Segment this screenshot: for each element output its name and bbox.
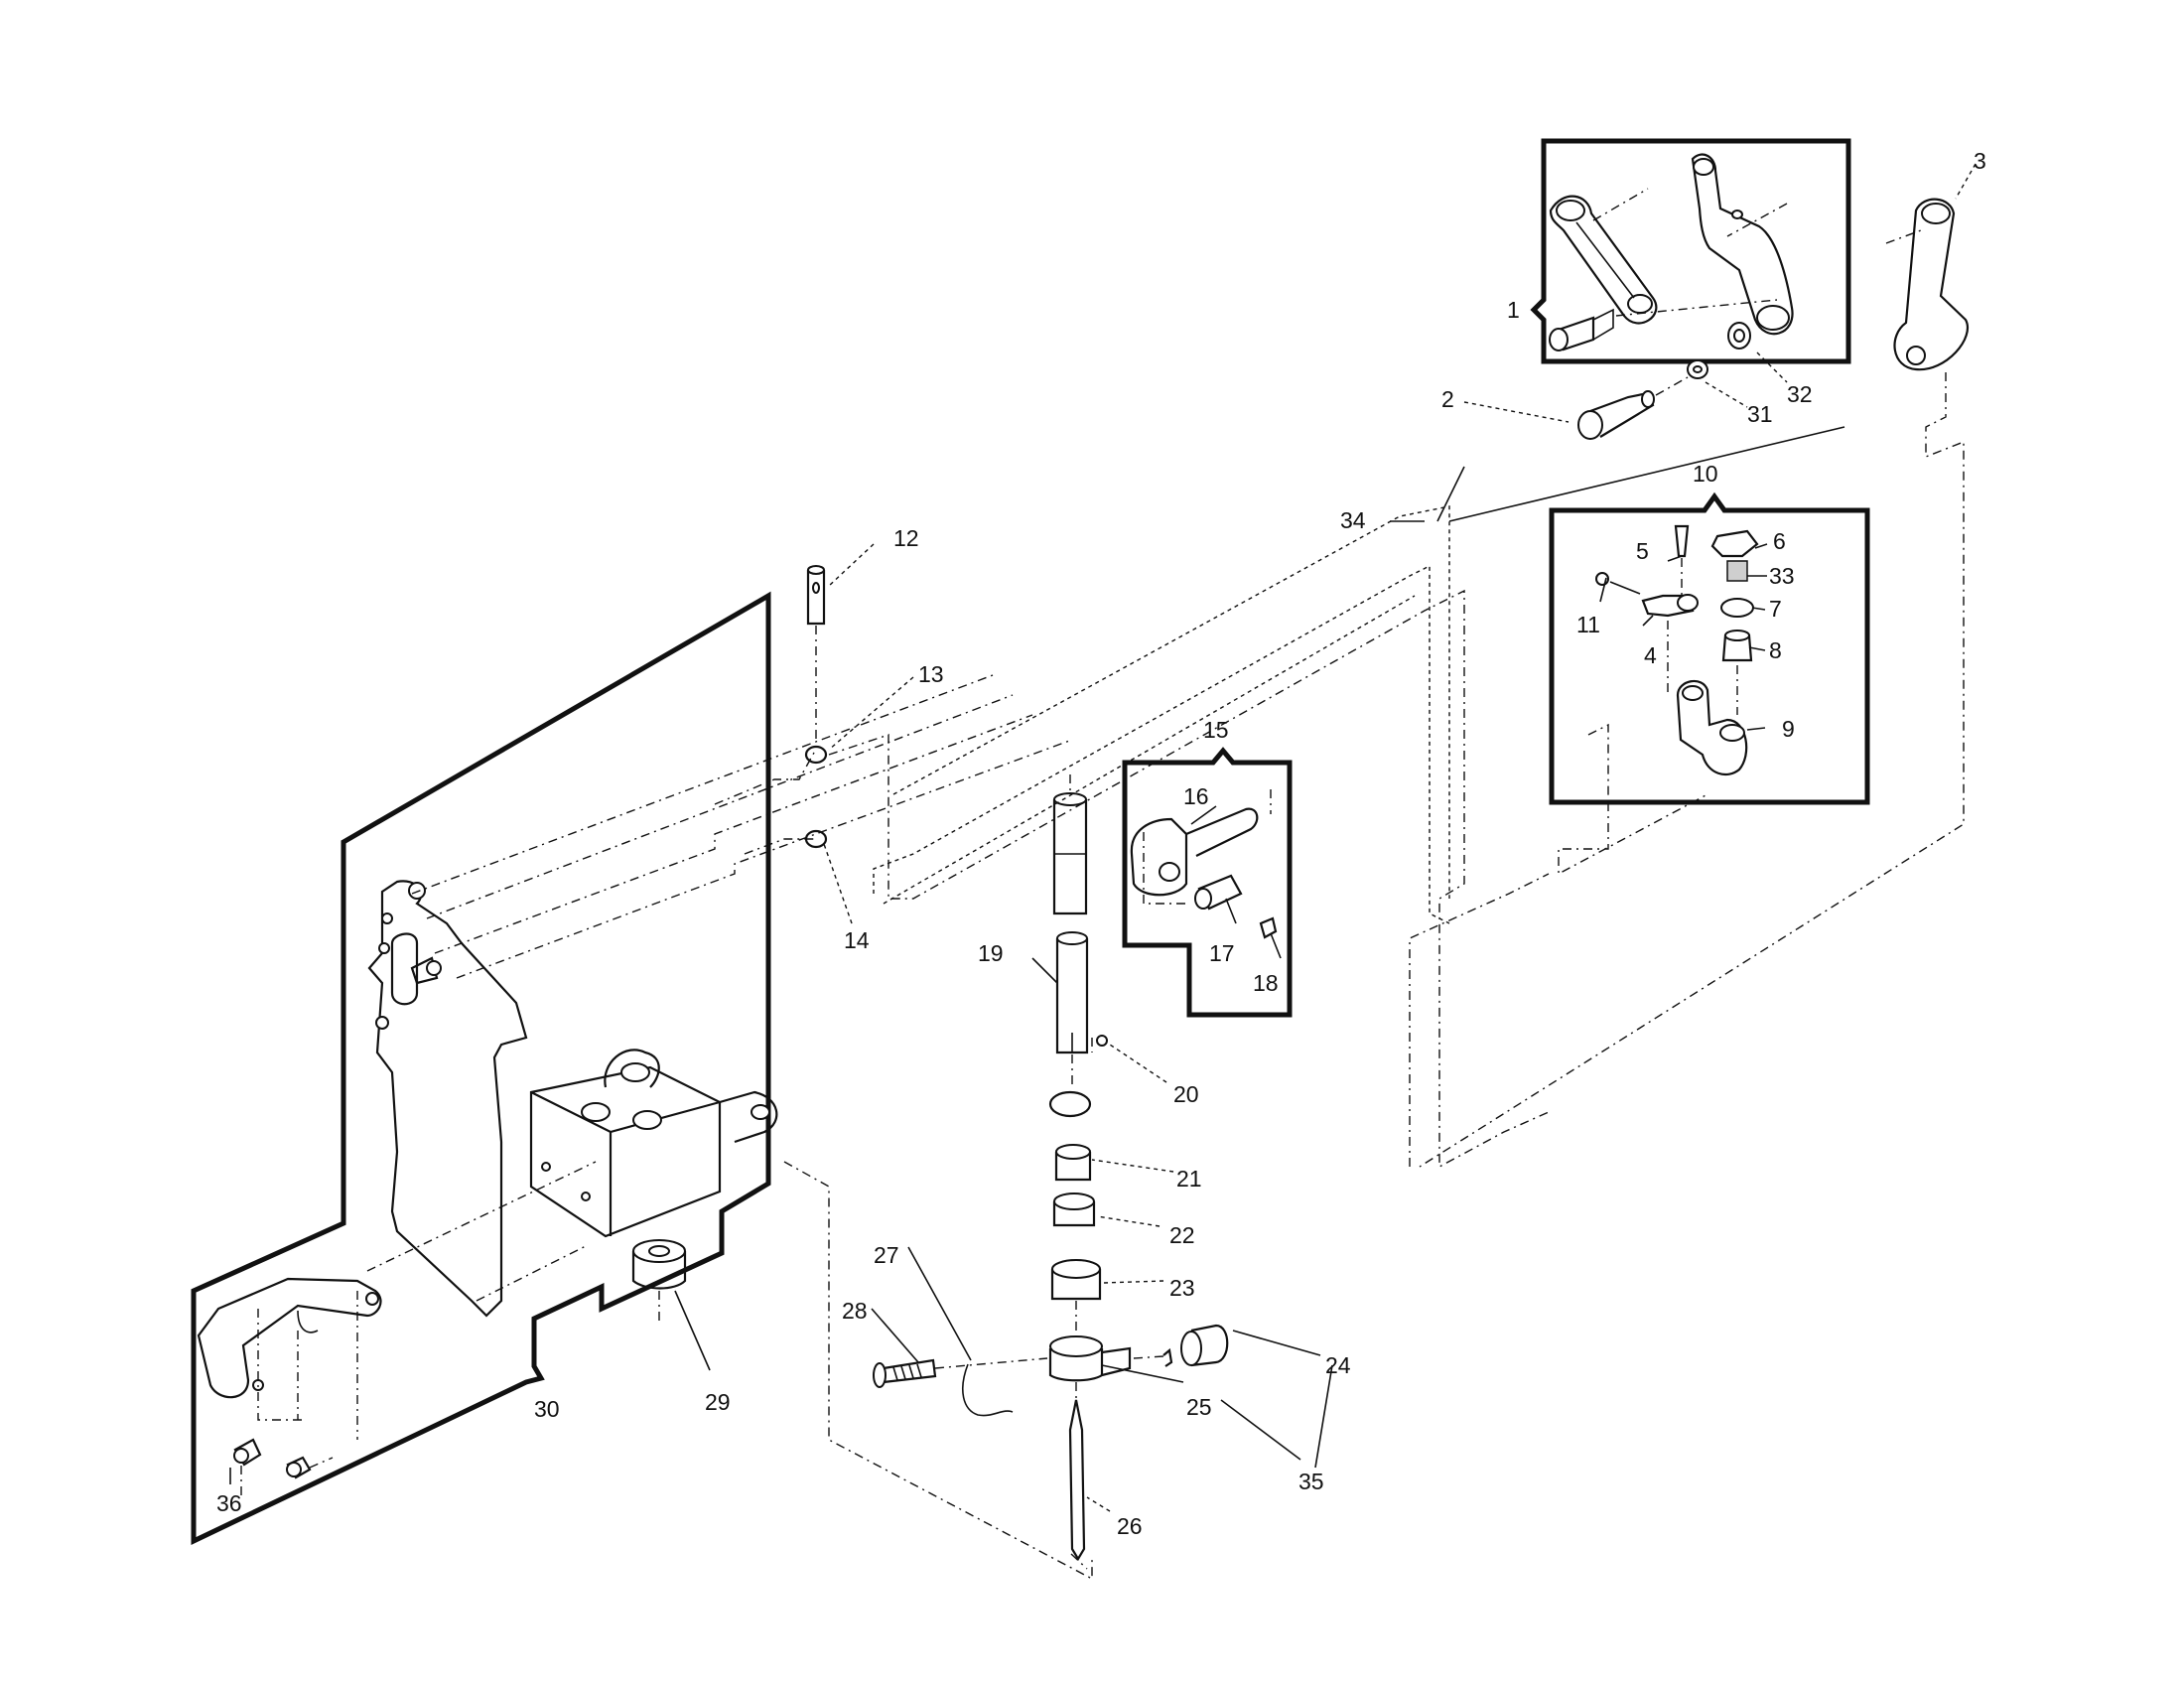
part-label-6: 6 <box>1773 528 1786 554</box>
part-label-32: 32 <box>1787 381 1813 407</box>
group-15-parts <box>1130 789 1278 939</box>
part-label-20: 20 <box>1173 1081 1199 1107</box>
base-plate-30 <box>191 591 771 1545</box>
part-label-18: 18 <box>1253 970 1279 996</box>
part-label-9: 9 <box>1782 716 1795 742</box>
part-label-27: 27 <box>874 1242 899 1268</box>
screw-28 <box>873 1357 1048 1417</box>
part-label-34: 34 <box>1340 507 1366 533</box>
callout-leaders <box>229 163 1977 1512</box>
part-label-26: 26 <box>1117 1513 1143 1539</box>
assembly-lines <box>257 372 1965 1581</box>
part-label-35: 35 <box>1298 1469 1324 1494</box>
part-labels: 1 2 3 4 5 6 7 8 9 10 11 12 13 14 15 16 1… <box>216 148 1986 1539</box>
part-label-24: 24 <box>1325 1352 1351 1378</box>
part-label-33: 33 <box>1769 563 1795 589</box>
group-box-10 <box>1549 491 1870 805</box>
link-arm-assembly <box>1549 153 1794 351</box>
part-label-3: 3 <box>1974 148 1986 174</box>
shaft-column <box>1048 774 1229 1562</box>
part-label-25: 25 <box>1186 1394 1212 1420</box>
part-label-21: 21 <box>1176 1166 1202 1192</box>
part-label-1: 1 <box>1507 297 1520 323</box>
part-label-7: 7 <box>1769 596 1782 622</box>
part-label-29: 29 <box>705 1389 731 1415</box>
part-label-14: 14 <box>844 927 870 953</box>
group-box-15 <box>1122 747 1293 1018</box>
parts-12-13-14 <box>804 565 828 849</box>
part-label-30: 30 <box>534 1396 560 1422</box>
group-10-parts <box>1595 524 1759 776</box>
lever-3 <box>1885 198 1969 371</box>
part-label-2: 2 <box>1441 386 1454 412</box>
part-label-15: 15 <box>1203 717 1229 743</box>
part-label-36: 36 <box>216 1490 242 1516</box>
part-label-31: 31 <box>1747 401 1773 427</box>
part-label-28: 28 <box>842 1298 868 1324</box>
group-box-1 <box>1530 138 1851 364</box>
part-label-11: 11 <box>1576 612 1600 637</box>
part-label-13: 13 <box>918 661 944 687</box>
part-label-10: 10 <box>1693 461 1718 487</box>
part-label-17: 17 <box>1209 940 1235 966</box>
part-label-23: 23 <box>1169 1275 1195 1301</box>
pin-2 <box>1577 359 1708 440</box>
part-label-4: 4 <box>1644 642 1657 668</box>
part-label-19: 19 <box>978 940 1004 966</box>
part-label-22: 22 <box>1169 1222 1195 1248</box>
part-label-16: 16 <box>1183 783 1209 809</box>
part-label-8: 8 <box>1769 637 1782 663</box>
part-label-12: 12 <box>893 525 919 551</box>
base-mechanism <box>197 880 778 1499</box>
part-label-5: 5 <box>1636 538 1649 564</box>
